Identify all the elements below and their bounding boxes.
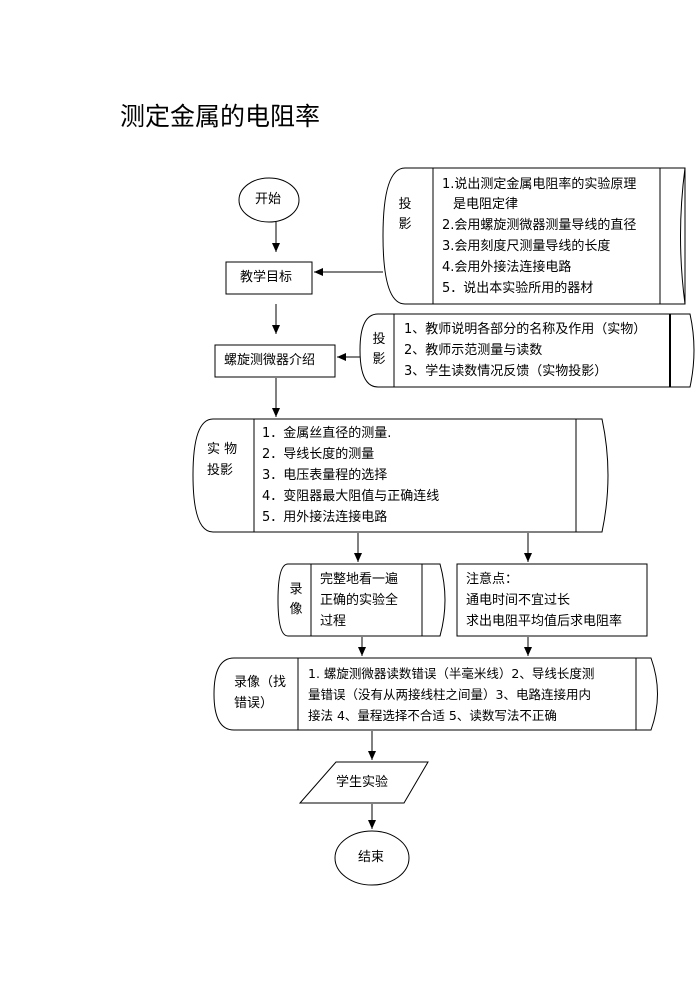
projection-1-item: 2.会用螺旋测微器测量导线的直径: [442, 218, 637, 233]
video-1-line: 过程: [320, 614, 347, 629]
physical-projection-item: 5．用外接法连接电路: [262, 510, 388, 525]
video-1-line: 完整地看一遍: [320, 572, 399, 587]
video-2-side-label: 错误）: [234, 696, 274, 711]
projection-1-item: 4.会用外接法连接电路: [442, 260, 572, 275]
video-1-line: 正确的实验全: [320, 593, 399, 608]
physical-projection-item: 1．金属丝直径的测量.: [262, 426, 392, 441]
page-title: 测定金属的电阻率: [120, 102, 321, 131]
projection-2-item: 3、学生读数情况反馈（实物投影）: [404, 364, 608, 379]
start-node-shape: [238, 177, 300, 223]
video-1-side-label: 录像: [289, 582, 303, 617]
projection-2-item: 2、教师示范测量与读数: [404, 343, 543, 358]
notes-heading: 注意点：: [466, 572, 519, 587]
projection-2-item: 1、教师说明各部分的名称及作用（实物）: [404, 322, 647, 337]
micrometer-intro-label: 螺旋测微器介绍: [224, 353, 316, 368]
micrometer-intro-box: [214, 344, 336, 378]
goals-box: [225, 261, 313, 295]
physical-projection-item: 4．变阻器最大阻值与正确连线: [262, 489, 440, 504]
projection-1-side-label: 投影: [398, 197, 412, 232]
video-1-shape: [277, 563, 446, 637]
student-experiment-label: 学生实验: [336, 775, 389, 790]
start-label: 开始: [255, 192, 282, 207]
projection-2-shape: [359, 313, 695, 388]
physical-projection-side-label: 投影: [207, 463, 234, 478]
video-2-line: 接法 4、量程选择不合适 5、读数写法不正确: [308, 708, 557, 723]
projection-2-side-label: 投影: [372, 332, 386, 367]
physical-projection-item: 2．导线长度的测量: [262, 447, 375, 462]
projection-1-item: 5．说出本实验所用的器材: [442, 281, 594, 296]
projection-1-item: 是电阻定律: [453, 197, 519, 212]
notes-line: 求出电阻平均值后求电阻率: [466, 614, 623, 629]
video-2-line: 1. 螺旋测微器读数错误（半毫米线）2、导线长度测: [308, 666, 595, 681]
student-experiment-shape: [298, 761, 429, 804]
end-label: 结束: [358, 850, 385, 865]
end-node-shape: [334, 830, 410, 886]
projection-1-item: 3.会用刻度尺测量导线的长度: [442, 239, 611, 254]
physical-projection-side-label: 实 物: [207, 442, 238, 457]
goals-label: 教学目标: [240, 270, 293, 285]
projection-1-shape: [382, 167, 686, 305]
notes-line: 通电时间不宜过长: [466, 593, 571, 608]
video-2-line: 量错误（没有从两接线柱之间量）3、电路连接用内: [308, 687, 591, 702]
projection-1-item: 1.说出测定金属电阻率的实验原理: [442, 177, 637, 192]
video-2-shape: [213, 657, 658, 731]
physical-projection-item: 3．电压表量程的选择: [262, 468, 388, 483]
video-2-side-label: 录像（找: [234, 675, 287, 690]
notes-box: [456, 563, 648, 637]
physical-projection-shape: [192, 418, 609, 533]
